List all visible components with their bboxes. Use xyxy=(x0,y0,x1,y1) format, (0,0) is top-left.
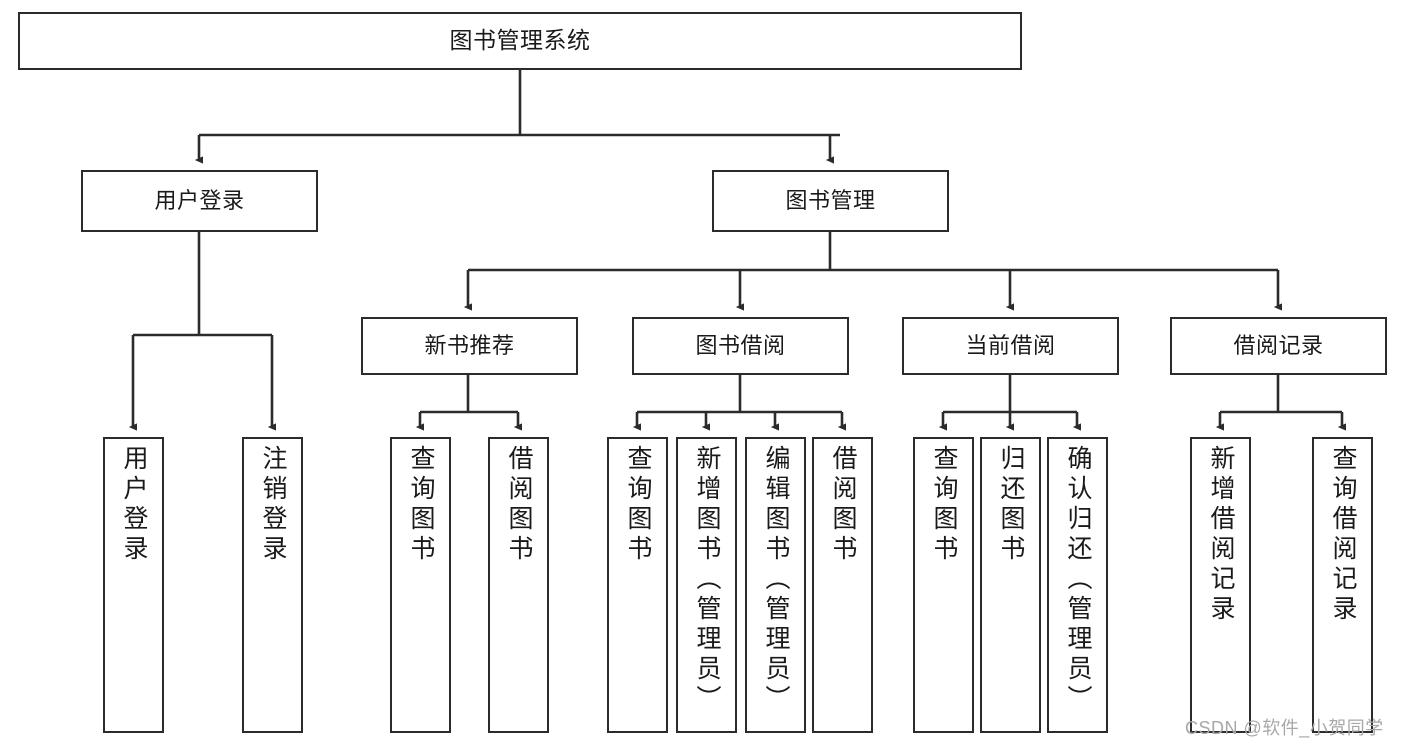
leaf-record-add-record[interactable]: 新增借阅记录 xyxy=(1190,437,1251,733)
leaf-record-query-record[interactable]: 查询借阅记录 xyxy=(1312,437,1373,733)
node-label: 当前借阅 xyxy=(965,332,1056,358)
node-book-management[interactable]: 图书管理 xyxy=(712,170,949,232)
node-label: 图书管理 xyxy=(785,187,876,213)
node-label: 图书借阅 xyxy=(695,332,786,358)
leaf-recommend-query-book[interactable]: 查询图书 xyxy=(390,437,451,733)
node-user-login[interactable]: 用户登录 xyxy=(81,170,318,232)
node-book-borrow[interactable]: 图书借阅 xyxy=(632,317,849,375)
node-current-borrow[interactable]: 当前借阅 xyxy=(902,317,1119,375)
node-borrow-record[interactable]: 借阅记录 xyxy=(1170,317,1387,375)
node-label: 新增借阅记录 xyxy=(1207,445,1235,625)
node-label: 用户登录 xyxy=(154,187,245,213)
node-label: 查询图书 xyxy=(930,445,958,565)
leaf-borrow-query-book[interactable]: 查询图书 xyxy=(607,437,668,733)
leaf-current-query-book[interactable]: 查询图书 xyxy=(913,437,974,733)
leaf-borrow-borrow-book[interactable]: 借阅图书 xyxy=(812,437,873,733)
leaf-user-login-login[interactable]: 用户登录 xyxy=(103,437,164,733)
node-new-book-recommend[interactable]: 新书推荐 xyxy=(361,317,578,375)
csdn-watermark: CSDN @软件_小贺同学 xyxy=(1185,718,1384,738)
node-label: 确认归还（管理员） xyxy=(1064,445,1092,715)
node-label: 新书推荐 xyxy=(424,332,515,358)
node-root-system[interactable]: 图书管理系统 xyxy=(18,12,1022,70)
node-label: 编辑图书（管理员） xyxy=(762,445,790,715)
leaf-current-confirm-return-admin[interactable]: 确认归还（管理员） xyxy=(1047,437,1108,733)
leaf-borrow-add-book-admin[interactable]: 新增图书（管理员） xyxy=(676,437,737,733)
leaf-current-return-book[interactable]: 归还图书 xyxy=(980,437,1041,733)
node-label: 归还图书 xyxy=(997,445,1025,565)
leaf-user-login-logout[interactable]: 注销登录 xyxy=(242,437,303,733)
node-label: 借阅记录 xyxy=(1233,332,1324,358)
node-label: 图书管理系统 xyxy=(449,27,591,54)
node-label: 查询图书 xyxy=(624,445,652,565)
node-label: 查询图书 xyxy=(407,445,435,565)
leaf-recommend-borrow-book[interactable]: 借阅图书 xyxy=(488,437,549,733)
node-label: 用户登录 xyxy=(120,445,148,565)
leaf-borrow-edit-book-admin[interactable]: 编辑图书（管理员） xyxy=(745,437,806,733)
node-label: 查询借阅记录 xyxy=(1329,445,1357,625)
node-label: 注销登录 xyxy=(259,445,287,565)
node-label: 借阅图书 xyxy=(505,445,533,565)
node-label: 借阅图书 xyxy=(829,445,857,565)
node-label: 新增图书（管理员） xyxy=(693,445,721,715)
